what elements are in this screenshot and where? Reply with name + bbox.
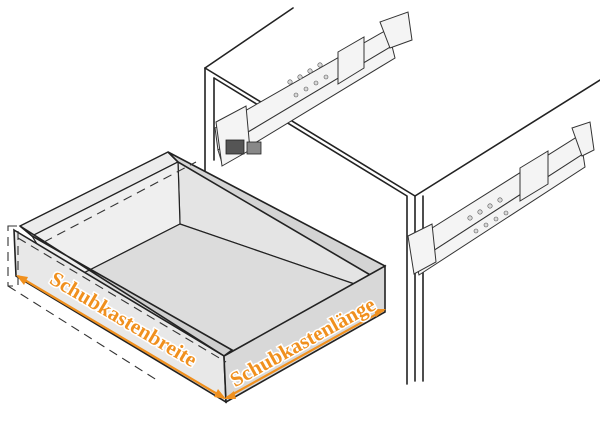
slide-left-front-latch <box>215 105 251 167</box>
slide-left-rear-bracket <box>379 11 413 49</box>
slide-left-holes <box>287 62 329 98</box>
drawer-box <box>7 151 387 404</box>
length-dimension-line <box>225 309 385 399</box>
width-arrow-end <box>214 389 226 399</box>
cabinet-top-right-edge <box>414 79 600 197</box>
slide-left-latch-clip <box>225 139 245 155</box>
cabinet-top-left-edge <box>204 7 294 69</box>
drawer-slide-left <box>214 11 413 167</box>
drawer-slide-right <box>407 121 595 276</box>
length-arrow-start <box>224 391 236 399</box>
slide-right-plate <box>519 150 549 202</box>
width-arrow-start <box>16 275 28 285</box>
slide-right-holes <box>467 197 509 234</box>
slide-right-lower-rail <box>415 153 586 276</box>
slide-left-plate <box>337 36 365 85</box>
slide-right-front-bracket <box>407 223 437 275</box>
drawer-front-rim <box>19 225 234 357</box>
drawer-side-face <box>223 264 386 404</box>
drawer-dashed-edge-1 <box>17 237 227 363</box>
width-dimension-line <box>17 275 225 399</box>
drawer-dashed-edge-2 <box>43 161 197 243</box>
false-front-outline-left <box>7 225 19 287</box>
slide-right-rear-bracket <box>571 121 595 157</box>
slide-left-latch-clip-2 <box>246 141 262 155</box>
length-arrow-end <box>374 309 386 317</box>
